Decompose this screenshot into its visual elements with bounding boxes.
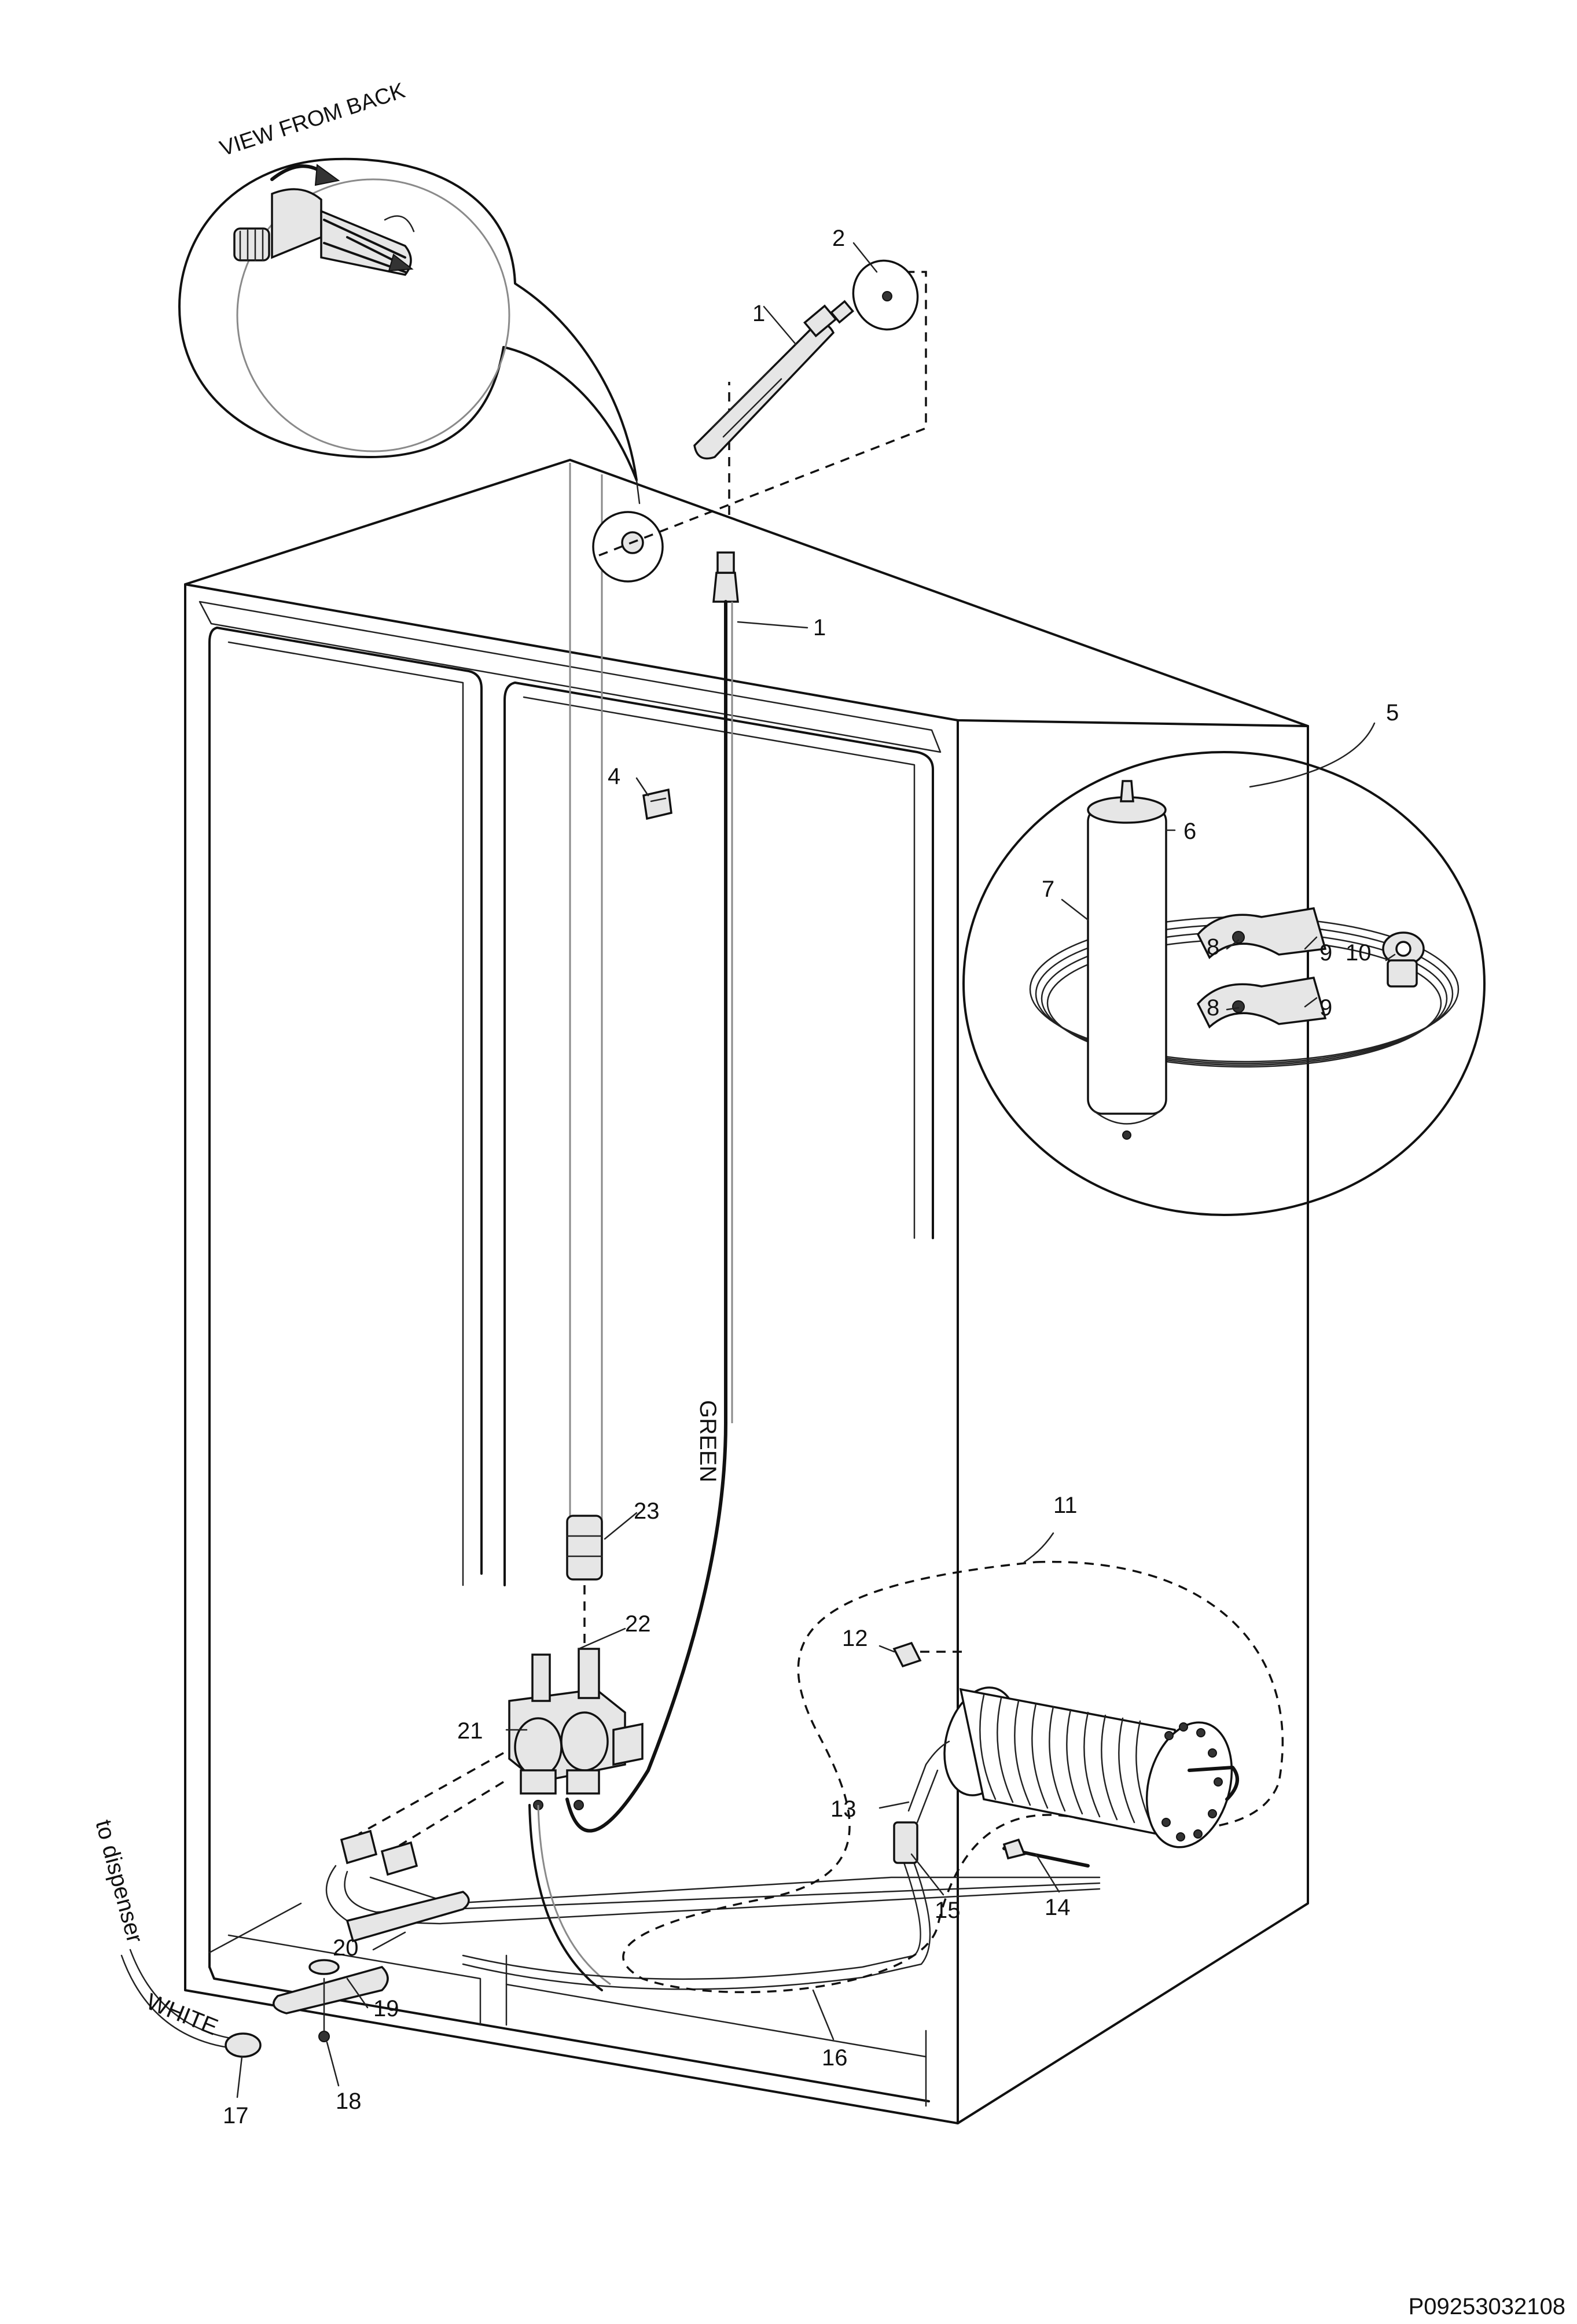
valve-fitting-part23: [566, 1515, 603, 1666]
leader-lines: [236, 242, 1396, 2098]
part-label-21: 21: [457, 1718, 483, 1744]
part-label-14: 14: [1045, 1895, 1071, 1920]
part-label-2: 2: [832, 226, 845, 251]
tube-clip-part4: [642, 788, 672, 820]
heater-assembly-part11: [622, 1560, 1284, 1994]
detail-leader: [635, 479, 641, 504]
part-label-22: 22: [625, 1611, 651, 1637]
view-from-back-detail: [178, 157, 638, 481]
part-label-1-tube: 1: [813, 615, 826, 640]
part-label-20: 20: [333, 1935, 359, 1961]
part-label-5: 5: [1386, 700, 1399, 725]
part-label-9-lower: 9: [1319, 995, 1332, 1021]
part-label-12: 12: [842, 1626, 868, 1651]
part-label-23: 23: [634, 1498, 660, 1524]
filter-detail: [962, 751, 1486, 1216]
drawing-code: P09253032108: [1409, 2294, 1565, 2319]
part-number-labels: 1 1 2 4 5 6 7 8 8 9 9 10 11 12 13 14 15 …: [223, 226, 1399, 2128]
dispenser-tubes: [273, 1804, 931, 2042]
part-label-10: 10: [1346, 940, 1372, 966]
part-label-8-lower: 8: [1207, 995, 1219, 1021]
refrigerator-cabinet: [184, 459, 1309, 2124]
part-label-15: 15: [935, 1898, 961, 1923]
part-label-19: 19: [373, 1996, 399, 2021]
part-label-9-upper: 9: [1319, 940, 1332, 966]
part-label-13: 13: [830, 1796, 856, 1822]
water-tube-green: [565, 551, 739, 1833]
wire-label-to-dispenser: to dispenser: [90, 1817, 148, 1946]
view-from-back-caption: VIEW FROM BACK: [217, 79, 408, 161]
part-label-1-adapter: 1: [752, 301, 765, 326]
part-label-17: 17: [223, 2103, 249, 2128]
inlet-adapter-part1: [693, 300, 855, 460]
part-label-18: 18: [336, 2089, 362, 2114]
wire-label-green: GREEN: [695, 1400, 721, 1482]
part-label-7: 7: [1042, 876, 1054, 902]
part-label-6: 6: [1183, 819, 1196, 844]
part-label-11: 11: [1053, 1493, 1078, 1518]
water-valve-part21: [508, 1648, 644, 1810]
white-tube-part17: [120, 1949, 262, 2058]
part-label-16: 16: [822, 2045, 848, 2071]
part-label-8-upper: 8: [1207, 934, 1219, 960]
seal-washer-part2: [852, 259, 919, 331]
part-label-4: 4: [608, 764, 620, 789]
top-inlet-fitting: [592, 271, 927, 583]
